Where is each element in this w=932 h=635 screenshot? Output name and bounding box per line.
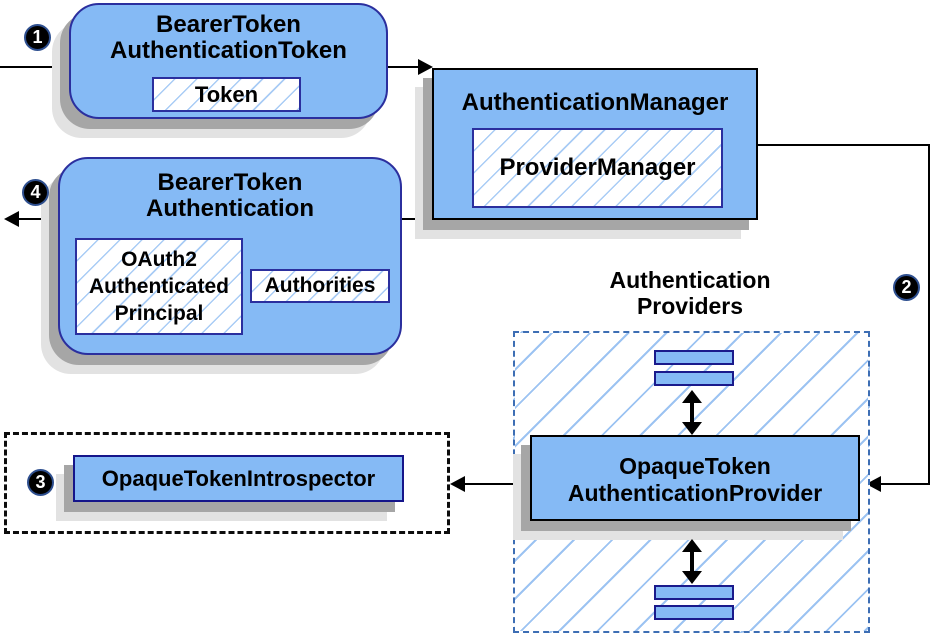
bearer-token-authentication-token-title-line2: AuthenticationToken: [110, 37, 347, 64]
token-label: Token: [194, 81, 259, 107]
authentication-manager-title: AuthenticationManager: [461, 89, 729, 116]
token-box: Token: [152, 77, 301, 112]
connector-provider-to-introspector: [464, 483, 530, 485]
connector-token-to-manager: [388, 66, 420, 68]
node-bearer-token-authentication: BearerToken Authentication OAuth2 Authen…: [58, 157, 402, 355]
step-badge-4: 4: [22, 179, 49, 206]
opaque-token-authentication-provider-title-line1: OpaqueToken: [619, 453, 771, 479]
provider-list-bar: [654, 585, 734, 600]
principal-label-line1: OAuth2: [121, 248, 197, 271]
arrow-stem: [690, 552, 694, 571]
step-badge-1: 1: [24, 24, 51, 51]
connector-manager-right: [758, 144, 930, 146]
opaque-token-introspector-title: OpaqueTokenIntrospector: [101, 465, 376, 491]
authentication-providers-label-line2: Providers: [636, 293, 744, 319]
node-bearer-token-authentication-token: BearerToken AuthenticationToken Token: [69, 3, 388, 119]
oauth2-authenticated-principal-box: OAuth2 Authenticated Principal: [75, 238, 243, 335]
provider-manager-label: ProviderManager: [499, 154, 696, 181]
step-badge-2: 2: [893, 274, 920, 301]
node-authentication-manager: AuthenticationManager ProviderManager: [432, 68, 758, 220]
principal-label-line2: Authenticated: [88, 275, 229, 298]
bearer-token-authentication-token-title-line1: BearerToken: [156, 11, 301, 38]
double-arrow-bottom: [682, 539, 702, 584]
authorities-label: Authorities: [264, 274, 376, 297]
arrowhead-into-introspector: [450, 476, 465, 492]
authorities-box: Authorities: [250, 269, 390, 303]
node-opaque-token-authentication-provider: OpaqueToken AuthenticationProvider: [530, 435, 860, 521]
arrowhead-down: [682, 422, 702, 435]
provider-manager-box: ProviderManager: [472, 128, 723, 208]
step-badge-1-number: 1: [32, 27, 43, 47]
step-badge-4-number: 4: [30, 182, 41, 202]
step-badge-3: 3: [27, 469, 54, 496]
node-opaque-token-introspector: OpaqueTokenIntrospector: [73, 455, 404, 502]
connector-into-provider: [880, 483, 930, 485]
connector-manager-to-authentication: [400, 218, 432, 220]
step-badge-2-number: 2: [901, 277, 912, 297]
bearer-token-authentication-title-line1: BearerToken: [157, 169, 303, 196]
authentication-providers-label-line1: Authentication: [609, 267, 771, 293]
authentication-providers-container: OpaqueToken AuthenticationProvider: [513, 331, 870, 633]
provider-list-bar: [654, 371, 734, 386]
arrow-stem: [690, 403, 694, 422]
arrowhead-up: [682, 390, 702, 403]
arrowhead-into-authentication-manager: [418, 59, 433, 75]
arrowhead-up: [682, 539, 702, 552]
provider-list-bar: [654, 350, 734, 365]
double-arrow-top: [682, 390, 702, 435]
provider-list-bar: [654, 605, 734, 620]
connector-right-vertical: [928, 144, 930, 485]
step-badge-3-number: 3: [35, 472, 46, 492]
arrowhead-down: [682, 571, 702, 584]
connector-request-in: [0, 66, 70, 68]
opaque-token-authentication-provider-title-line2: AuthenticationProvider: [567, 480, 823, 506]
introspector-container: [4, 432, 450, 534]
authentication-providers-label: Authentication Providers: [588, 267, 792, 319]
arrowhead-result-out: [4, 211, 19, 227]
bearer-token-authentication-title-line2: Authentication: [146, 195, 314, 222]
connector-result-out: [18, 218, 58, 220]
principal-label-line3: Principal: [114, 302, 204, 325]
